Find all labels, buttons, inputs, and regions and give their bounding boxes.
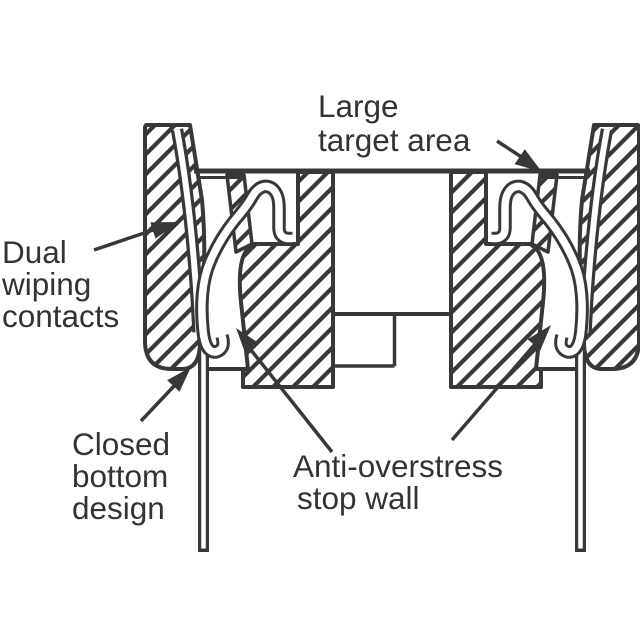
left-spring-contact [198,182,293,356]
left-center-block [237,170,335,389]
label-large-target-line2: target area [318,122,471,158]
arrow-closed-bottom-head [167,367,191,392]
arrow-closed-bottom-line [139,383,177,423]
right-spring-contact [491,182,586,356]
arrow-anti-overstress-left-line [249,348,334,454]
label-large-target-line1: Large [318,88,399,124]
label-dual-wiping-line1: Dual [2,234,67,270]
label-closed-bottom-line3: design [72,490,165,526]
labels: Large target area Dual wiping contacts C… [1,88,503,526]
arrow-anti-overstress-right-head [527,325,551,351]
arrow-anti-overstress-right-line [450,341,538,442]
label-closed-bottom-line2: bottom [72,458,168,494]
arrow-dual-wiping-head [150,222,179,239]
arrow-large-target-line [496,139,524,160]
callout-arrows [93,139,551,454]
arrow-large-target-head [514,149,542,172]
right-assembly [449,123,640,552]
label-anti-overstress-line2: stop wall [297,480,420,516]
center-cavity [334,312,450,368]
label-dual-wiping-line3: contacts [2,298,119,334]
label-anti-overstress-line1: Anti-overstress [293,448,503,484]
left-assembly [143,123,335,552]
label-closed-bottom-line1: Closed [72,426,170,462]
arrow-dual-wiping-line [93,227,157,252]
arrow-anti-overstress-left-head [236,328,259,354]
label-dual-wiping-line2: wiping [1,266,91,302]
right-center-block [449,170,547,389]
